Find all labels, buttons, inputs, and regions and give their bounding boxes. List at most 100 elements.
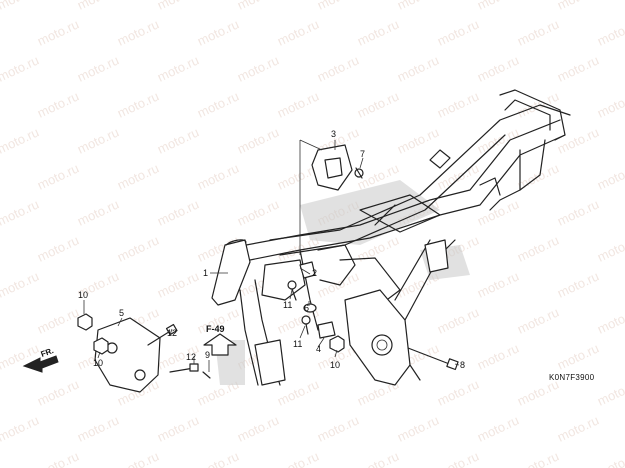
watermark-text: moto.ru — [475, 0, 521, 13]
watermark-text: moto.ru — [195, 160, 241, 192]
watermark-text: moto.ru — [115, 160, 161, 192]
watermark-text: moto.ru — [435, 304, 481, 336]
watermark-text: moto.ru — [355, 448, 401, 468]
watermark-text: moto.ru — [475, 412, 521, 444]
watermark-text: moto.ru — [0, 16, 1, 48]
callout-7: 7 — [360, 149, 365, 159]
watermark-text: moto.ru — [395, 52, 441, 84]
watermark-text: moto.ru — [35, 160, 81, 192]
callouts: 1 2 3 4 5 6 7 8 9 10 10 10 11 11 12 12 — [78, 129, 465, 370]
callout-1: 1 — [203, 268, 208, 278]
watermark-text: moto.ru — [395, 0, 441, 13]
watermark-text: moto.ru — [475, 268, 521, 300]
watermark-text: moto.ru — [35, 232, 81, 264]
watermark-text: moto.ru — [555, 340, 601, 372]
watermark-text: moto.ru — [195, 448, 241, 468]
reference-label: F-49 — [206, 324, 225, 334]
watermark-text: moto.ru — [315, 412, 361, 444]
watermark-text: moto.ru — [35, 376, 81, 408]
watermark-text: moto.ru — [155, 0, 201, 13]
watermark-text: moto.ru — [555, 52, 601, 84]
callout-10-b: 10 — [93, 358, 103, 368]
watermark-text: moto.ru — [315, 0, 361, 13]
watermark-text: moto.ru — [315, 52, 361, 84]
watermark-text: moto.ru — [0, 268, 41, 300]
callout-10-a: 10 — [78, 290, 88, 300]
watermark-text: moto.ru — [435, 448, 481, 468]
callout-10-c: 10 — [330, 360, 340, 370]
watermark-text: moto.ru — [155, 124, 201, 156]
watermark-text: moto.ru — [555, 124, 601, 156]
main-frame — [211, 89, 571, 386]
watermark-text: moto.ru — [235, 52, 281, 84]
leader-lines — [83, 140, 460, 372]
watermark-text: moto.ru — [0, 52, 41, 84]
watermark-text: moto.ru — [115, 448, 161, 468]
watermark-text: moto.ru — [235, 412, 281, 444]
callout-6: 6 — [304, 303, 309, 313]
callout-3: 3 — [331, 129, 336, 139]
watermark-text: moto.ru — [555, 0, 601, 13]
watermark-text: moto.ru — [155, 412, 201, 444]
watermark-text: moto.ru — [0, 448, 1, 468]
front-direction-arrow — [22, 355, 59, 373]
watermark-text: moto.ru — [275, 88, 321, 120]
watermark-text: moto.ru — [595, 448, 625, 468]
callout-9: 9 — [205, 350, 210, 360]
watermark-text: moto.ru — [515, 304, 561, 336]
watermark-text: moto.ru — [355, 88, 401, 120]
watermark-text: moto.ru — [355, 16, 401, 48]
watermark-text: moto.ru — [475, 340, 521, 372]
bracket-part-3 — [299, 139, 353, 255]
plate-part-5 — [94, 317, 161, 393]
watermark-text: moto.ru — [155, 196, 201, 228]
watermark-text: moto.ru — [555, 268, 601, 300]
watermark-text: moto.ru — [0, 376, 1, 408]
watermark-text: moto.ru — [595, 160, 625, 192]
watermark-text: moto.ru — [115, 232, 161, 264]
watermark-text: moto.ru — [0, 304, 1, 336]
callout-8: 8 — [460, 360, 465, 370]
watermark-text: moto.ru — [595, 16, 625, 48]
callout-5: 5 — [119, 308, 124, 318]
watermark-text: moto.ru — [75, 0, 121, 13]
watermark-text: moto.ru — [595, 88, 625, 120]
watermark-text: moto.ru — [115, 88, 161, 120]
watermark-text: moto.ru — [595, 304, 625, 336]
watermark-text: moto.ru — [0, 160, 1, 192]
callout-11-b: 11 — [293, 339, 302, 349]
watermark-text: moto.ru — [35, 448, 81, 468]
watermark-text: moto.ru — [435, 376, 481, 408]
callout-4: 4 — [316, 344, 321, 354]
watermark-text: moto.ru — [195, 88, 241, 120]
watermark-text: moto.ru — [0, 232, 1, 264]
watermark-text: moto.ru — [0, 412, 41, 444]
watermark-text: moto.ru — [395, 124, 441, 156]
watermark-text: moto.ru — [0, 88, 1, 120]
watermark-text: moto.ru — [75, 412, 121, 444]
callout-11-a: 11 — [283, 300, 292, 310]
watermark-text: moto.ru — [475, 52, 521, 84]
watermark-text: moto.ru — [75, 52, 121, 84]
front-direction-label: FR. — [40, 346, 55, 359]
fasteners — [77, 167, 459, 379]
watermark-text: moto.ru — [475, 124, 521, 156]
watermark-text: moto.ru — [515, 16, 561, 48]
watermark-text: moto.ru — [435, 88, 481, 120]
watermark-text: moto.ru — [35, 16, 81, 48]
watermark-text: moto.ru — [0, 124, 41, 156]
watermark-text: moto.ru — [555, 412, 601, 444]
callout-12-a: 12 — [167, 328, 177, 338]
watermark-text: moto.ru — [155, 52, 201, 84]
watermark-text: moto.ru — [75, 124, 121, 156]
watermark-text: moto.ru — [395, 412, 441, 444]
watermark-text: moto.ru — [0, 0, 41, 13]
watermark-text: moto.ru — [435, 16, 481, 48]
watermark-text: moto.ru — [0, 196, 41, 228]
figure-code: K0N7F3900 — [549, 373, 595, 382]
watermark-text: moto.ru — [115, 16, 161, 48]
watermark-text: moto.ru — [155, 268, 201, 300]
watermark-text: moto.ru — [235, 0, 281, 13]
callout-2: 2 — [312, 268, 317, 278]
